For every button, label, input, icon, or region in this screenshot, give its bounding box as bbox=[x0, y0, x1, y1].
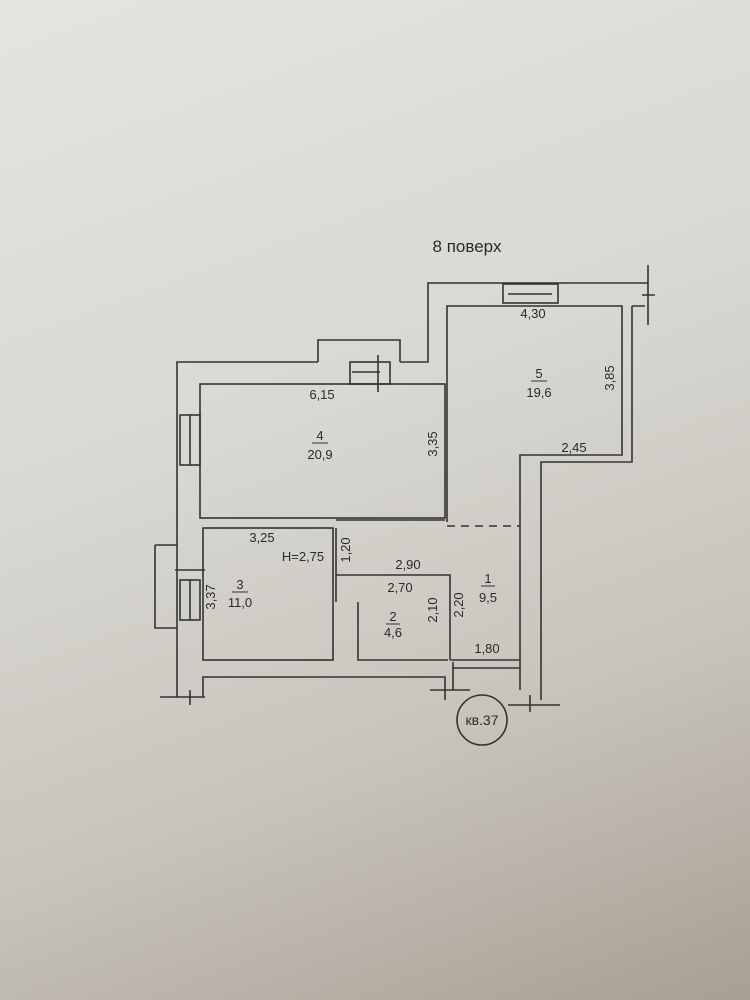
apartment-circle bbox=[456, 694, 508, 746]
room1-number: 1 bbox=[484, 571, 491, 586]
dim-room5-width: 4,30 bbox=[520, 306, 545, 321]
room3-area: 11,0 bbox=[228, 595, 252, 610]
apartment-label: кв.37 bbox=[465, 712, 498, 728]
room3-number: 3 bbox=[236, 577, 243, 592]
room1-area: 9,5 bbox=[479, 590, 497, 605]
room4-number: 4 bbox=[316, 428, 323, 443]
dim-room1-width: 1,80 bbox=[474, 641, 499, 656]
dim-room2-depth: 2,10 bbox=[425, 597, 440, 622]
dim-hall-width: 2,90 bbox=[395, 557, 420, 572]
ceiling-height: H=2,75 bbox=[282, 549, 324, 564]
dim-room3-width: 3,25 bbox=[249, 530, 274, 545]
window-room5 bbox=[502, 283, 559, 304]
walls bbox=[154, 265, 655, 712]
dim-room3-depth: 3,37 bbox=[203, 584, 218, 609]
dim-room5-step: 2,45 bbox=[561, 440, 586, 455]
room4-area: 20,9 bbox=[307, 447, 332, 462]
room5-number: 5 bbox=[535, 366, 542, 381]
dim-room4-width: 6,15 bbox=[309, 387, 334, 402]
room2-number: 2 bbox=[389, 609, 396, 624]
dim-room5-depth: 3,85 bbox=[602, 365, 617, 390]
room5-area: 19,6 bbox=[526, 385, 551, 400]
dim-room2-width: 2,70 bbox=[387, 580, 412, 595]
windows bbox=[175, 283, 559, 621]
window-room4-top bbox=[349, 361, 391, 385]
dim-hall-door: 1,20 bbox=[338, 537, 353, 562]
room2-area: 4,6 bbox=[384, 625, 402, 640]
floor-title: 8 поверх bbox=[433, 237, 502, 256]
dim-room1-depth: 2,20 bbox=[451, 592, 466, 617]
dim-room4-depth: 3,35 bbox=[425, 431, 440, 456]
